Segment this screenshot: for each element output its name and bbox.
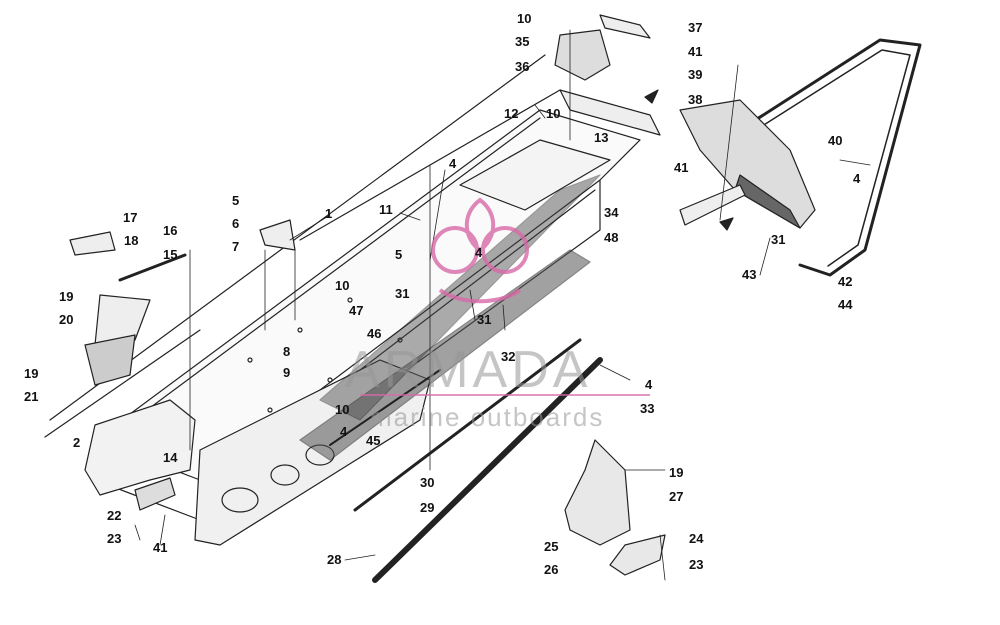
callout-label: 8 — [283, 344, 291, 359]
callout-label: 10 — [335, 278, 350, 293]
arrow — [719, 217, 734, 231]
callout-label: 31 — [477, 312, 492, 327]
callout-label: 1 — [325, 206, 333, 221]
callout-label: 35 — [515, 34, 530, 49]
rear-bumper-inner — [747, 49, 911, 267]
footrest-26 — [564, 439, 631, 546]
callout-label: 19 — [669, 465, 684, 480]
callout-label: 4 — [340, 424, 348, 439]
rail-28 — [372, 357, 603, 583]
callout-label: 43 — [742, 267, 757, 282]
callout-label: 12 — [504, 106, 519, 121]
taillight-housing — [554, 29, 611, 81]
callout-label: 26 — [544, 562, 559, 577]
callout-label: 42 — [838, 274, 853, 289]
callout-label: 37 — [688, 20, 703, 35]
callout-label: 7 — [232, 239, 240, 254]
bracket-20 — [94, 294, 151, 346]
callout-label: 4 — [449, 156, 457, 171]
callout-label: 41 — [688, 44, 703, 59]
callout-label: 41 — [153, 540, 168, 555]
cover-17 — [69, 231, 116, 256]
callout-label: 47 — [349, 303, 364, 318]
callout-label: 4 — [645, 377, 653, 392]
footrest-cover-24 — [609, 534, 666, 576]
callout-label: 14 — [163, 450, 178, 465]
callout-label: 18 — [124, 233, 139, 248]
decal-strip — [299, 249, 591, 461]
rail-29 — [353, 338, 582, 512]
callout-label: 44 — [838, 297, 853, 312]
rear-bumper — [738, 38, 922, 277]
callout-label: 45 — [366, 433, 381, 448]
callout-label: 39 — [688, 67, 703, 82]
callout-label: 41 — [674, 160, 689, 175]
callout-label: 33 — [640, 401, 655, 416]
callout-label: 25 — [544, 539, 559, 554]
callout-label: 15 — [163, 247, 178, 262]
callout-label: 11 — [379, 202, 393, 217]
callout-label: 32 — [501, 349, 516, 364]
callout-label: 19 — [24, 366, 39, 381]
rear-bracket — [679, 184, 746, 226]
snow-flap-graphic — [734, 174, 801, 229]
callout-label: 24 — [689, 531, 704, 546]
callout-label: 17 — [123, 210, 138, 225]
callout-label: 48 — [604, 230, 619, 245]
callout-label: 40 — [828, 133, 843, 148]
bracket-vents — [84, 334, 136, 386]
reference-line — [44, 329, 201, 438]
callout-label: 21 — [24, 389, 39, 404]
side-panel-left — [84, 399, 196, 496]
rail-30 — [329, 369, 441, 446]
callout-label: 23 — [107, 531, 122, 546]
callout-label: 20 — [59, 312, 74, 327]
plate-22 — [134, 477, 176, 511]
callout-label: 4 — [853, 171, 861, 186]
callout-label: 34 — [604, 205, 619, 220]
callout-label: 29 — [420, 500, 435, 515]
callout-label: 4 — [475, 245, 483, 260]
callout-label: 16 — [163, 223, 178, 238]
arrow — [644, 89, 659, 104]
rear-cutout — [459, 139, 611, 211]
callout-label: 13 — [594, 130, 609, 145]
callout-label: 5 — [395, 247, 403, 262]
callout-label: 10 — [546, 106, 561, 121]
callout-label: 31 — [771, 232, 786, 247]
callout-label: 23 — [689, 557, 704, 572]
taillight-lens — [599, 14, 651, 39]
callout-label: 36 — [515, 59, 530, 74]
callout-label: 22 — [107, 508, 122, 523]
callout-label: 10 — [335, 402, 350, 417]
callout-label: 2 — [73, 435, 81, 450]
callout-label: 30 — [420, 475, 435, 490]
rod-15 — [118, 253, 187, 282]
watermark-title: ARMADA — [345, 341, 592, 399]
watermark-subtitle: marine outboards — [370, 402, 605, 432]
callout-label: 9 — [283, 365, 291, 380]
callout-label: 5 — [232, 193, 240, 208]
callout-label: 28 — [327, 552, 342, 567]
callout-label: 10 — [517, 11, 532, 26]
callout-label: 46 — [367, 326, 382, 341]
rear-bar-13 — [559, 89, 661, 136]
callout-label: 27 — [669, 489, 684, 504]
callout-label: 19 — [59, 289, 74, 304]
callout-label: 6 — [232, 216, 240, 231]
callout-label: 38 — [688, 92, 703, 107]
callout-label: 31 — [395, 286, 410, 301]
snow-flap — [679, 99, 816, 229]
